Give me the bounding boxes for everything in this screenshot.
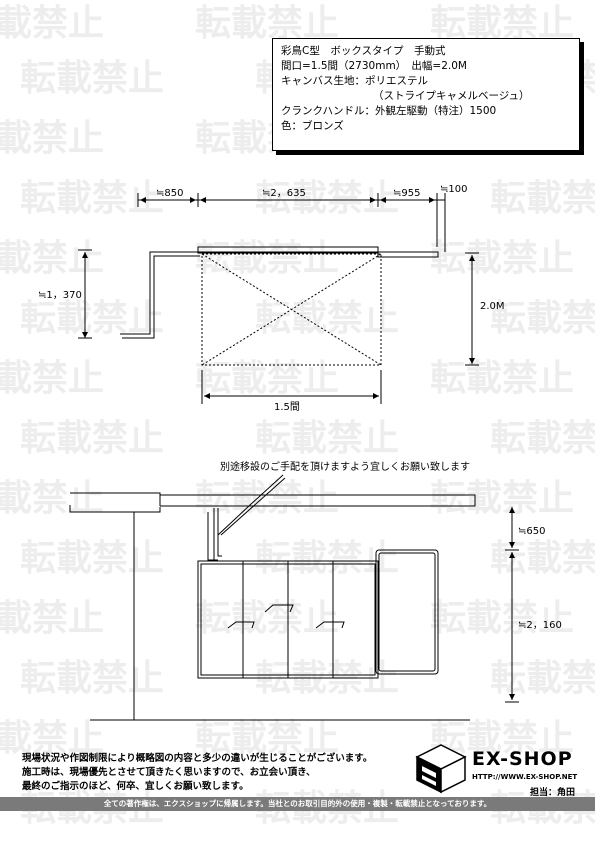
spec-line-5: クランクハンドル：外観左駆動（特注）1500 xyxy=(281,105,497,117)
spec-line-2: 間口=1.5間（2730mm） 出幅=2.0M xyxy=(281,60,467,72)
plan-dim-left: ≒850 xyxy=(156,188,183,199)
logo-url: HTTP://WWW.EX-SHOP.NET xyxy=(472,773,578,781)
plan-dim-tip: ≒100 xyxy=(440,184,467,195)
plan-dim-height: ≒1，370 xyxy=(38,290,82,301)
copyright-bar: 全ての著作権は、エクスショップに帰属します。当社とのお取引目的外の使用・複製・転… xyxy=(0,797,595,811)
awning-box xyxy=(197,246,379,254)
plan-dim-center: ≒2，635 xyxy=(262,188,306,199)
spec-line-6: 色：ブロンズ xyxy=(281,120,344,132)
eave xyxy=(70,492,476,507)
elev-dim-top-label: ≒650 xyxy=(518,526,545,537)
plan-dim-right: ≒955 xyxy=(393,188,420,199)
elevation-note: 別途移設のご手配を頂けますよう宜しくお願い致します xyxy=(220,460,470,473)
elevation-view xyxy=(69,474,519,721)
exshop-logo: EX-SHOP HTTP://WWW.EX-SHOP.NET xyxy=(414,742,584,794)
plan-wall-outline xyxy=(120,251,437,335)
spec-line-3: キャンバス生地：ポリエステル xyxy=(281,75,428,87)
side-cabinet xyxy=(375,549,439,675)
plan-dim-width: 1.5間 xyxy=(274,401,300,413)
note-line-3: 最終のご指示のほど、何卒、宜しくお願い致します。 xyxy=(22,781,249,792)
drain-pipe xyxy=(207,508,215,561)
note-line-2: 施工時は、現場優先とさせて頂きたく思いますので、お立会い頂き、 xyxy=(22,767,316,778)
canvas-projection xyxy=(201,253,382,366)
note-leader xyxy=(217,474,284,536)
elev-dim-bottom-label: ≒2，160 xyxy=(518,620,562,631)
disclaimer-notes: 現場状況や作図制限により概略図の内容と多少の違いが生じることがございます。 施工… xyxy=(22,752,372,794)
note-line-1: 現場状況や作図制限により概略図の内容と多少の違いが生じることがございます。 xyxy=(22,753,373,764)
spec-line-1: 彩鳥C型 ボックスタイプ 手動式 xyxy=(281,45,446,57)
spec-box: 彩鳥C型 ボックスタイプ 手動式 間口=1.5間（2730mm） 出幅=2.0M… xyxy=(272,38,580,151)
person-in-charge: 担当：角田 xyxy=(529,788,575,798)
awning-handle-box xyxy=(377,251,439,258)
plan-view xyxy=(78,193,479,404)
spec-line-4: （ストライプキャメルベージュ） xyxy=(373,90,530,102)
plan-dim-depth: 2.0M xyxy=(480,301,505,312)
cube-logo-icon xyxy=(415,744,467,794)
logo-name: EX-SHOP xyxy=(472,748,573,770)
